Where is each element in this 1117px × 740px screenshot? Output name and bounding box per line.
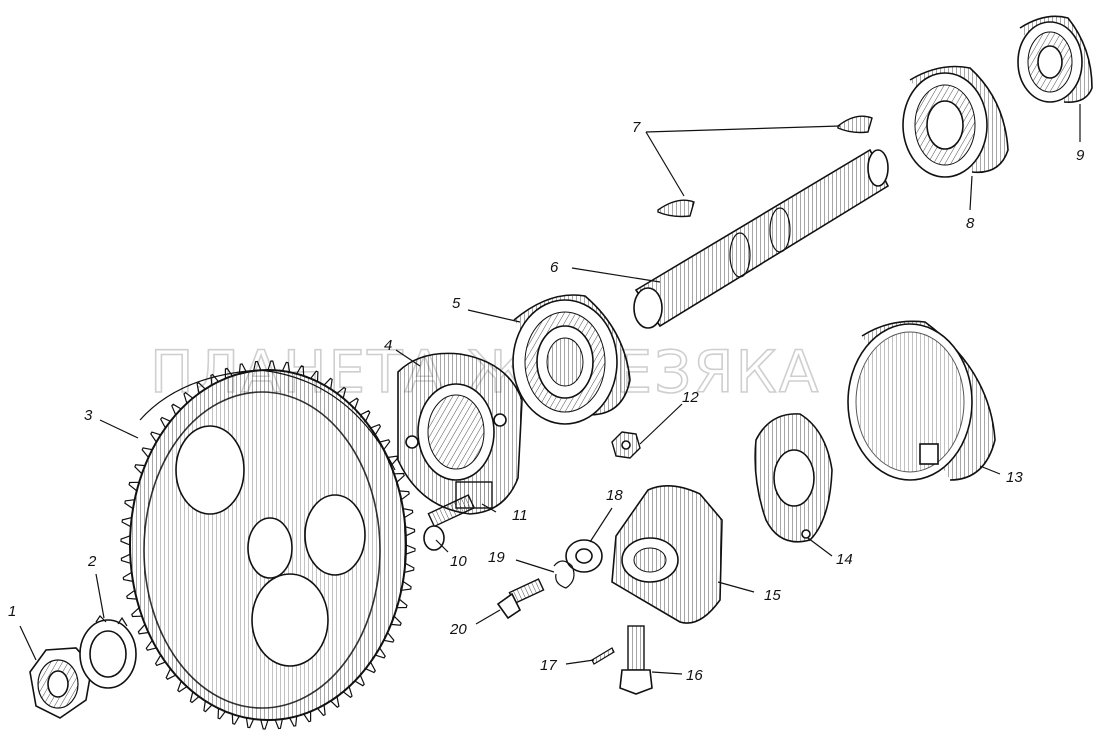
part-nut-12 [611, 431, 641, 459]
label-15: 15 [764, 587, 781, 604]
label-13: 13 [1006, 469, 1023, 486]
label-18: 18 [606, 487, 623, 504]
label-7: 7 [632, 119, 641, 136]
part-bearing-8 [902, 65, 1009, 178]
part-labels: 1 2 3 4 5 6 7 8 9 10 11 12 13 14 15 16 1… [8, 119, 1085, 684]
label-12: 12 [682, 389, 699, 406]
part-bearing-9 [1017, 15, 1093, 104]
part-flange-4 [397, 352, 523, 515]
label-1: 1 [8, 603, 16, 620]
label-4: 4 [384, 337, 392, 354]
label-2: 2 [87, 553, 97, 570]
part-washer-2 [79, 615, 137, 689]
part-bearing-5 [512, 294, 631, 425]
label-11: 11 [512, 507, 528, 524]
label-3: 3 [84, 407, 93, 424]
part-bracket-15 [611, 485, 723, 624]
part-shaft-6 [633, 148, 890, 329]
part-cover-13 [847, 320, 996, 481]
part-gear-3 [120, 360, 416, 730]
part-bolt-20 [496, 578, 545, 620]
label-19: 19 [488, 549, 505, 566]
label-9: 9 [1076, 147, 1085, 164]
label-8: 8 [966, 215, 975, 232]
part-keys-7 [657, 115, 873, 218]
label-6: 6 [550, 259, 559, 276]
part-bolt-10 [423, 494, 476, 551]
label-17: 17 [540, 657, 557, 674]
part-washers-18-19 [553, 539, 603, 589]
label-10: 10 [450, 553, 467, 570]
label-14: 14 [836, 551, 853, 568]
label-5: 5 [452, 295, 461, 312]
part-flange-14 [754, 413, 833, 543]
leader-lines [19, 104, 1081, 675]
part-bolt-16 [619, 625, 653, 695]
label-16: 16 [686, 667, 703, 684]
part-pin-17 [591, 647, 615, 665]
label-20: 20 [449, 621, 467, 638]
part-nut-1 [29, 647, 93, 719]
